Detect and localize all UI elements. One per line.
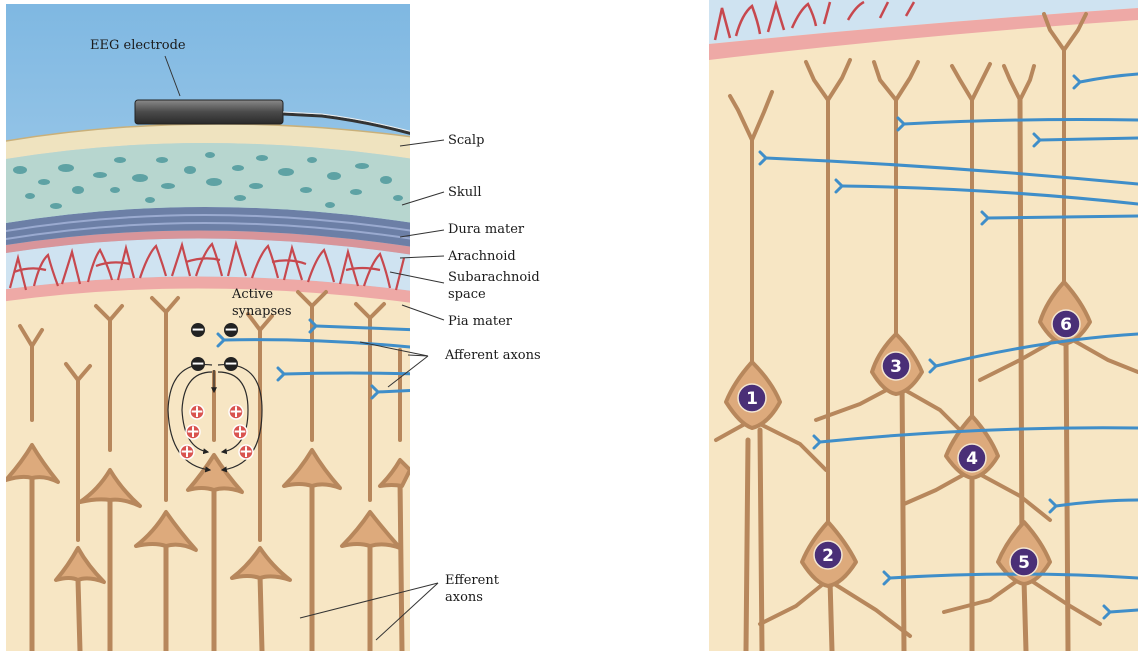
neuron-badge-6: 6 (1052, 310, 1080, 338)
svg-text:5: 5 (1018, 553, 1030, 573)
svg-text:−: − (224, 320, 238, 340)
svg-text:−: − (224, 354, 238, 374)
label-arachnoid: Arachnoid (447, 249, 516, 264)
label-subarachnoid: Subarachnoid (448, 270, 540, 285)
neuron-badge-5: 5 (1010, 548, 1038, 576)
label-active: Active (231, 287, 273, 302)
label-synapses: synapses (232, 304, 292, 319)
label-scalp: Scalp (448, 133, 484, 148)
svg-text:4: 4 (966, 449, 978, 469)
label-pia-mater: Pia mater (448, 314, 513, 329)
svg-text:2: 2 (822, 546, 834, 566)
svg-text:+: + (180, 442, 194, 462)
neuron-badge-3: 3 (882, 352, 910, 380)
svg-text:+: + (190, 402, 204, 422)
label-efferent-axons: axons (445, 590, 483, 605)
svg-text:−: − (191, 354, 205, 374)
neuron-badge-1: 1 (738, 384, 766, 412)
svg-text:−: − (191, 320, 205, 340)
label-efferent: Efferent (445, 573, 500, 588)
svg-text:+: + (186, 422, 200, 442)
label-afferent-axons: Afferent axons (444, 348, 541, 363)
svg-text:+: + (239, 442, 253, 462)
label-subarachnoid-space: space (448, 287, 486, 302)
svg-text:1: 1 (746, 389, 758, 409)
right-panel: 1 2 3 4 5 6 (709, 0, 1138, 651)
svg-text:+: + (233, 422, 247, 442)
svg-text:6: 6 (1060, 315, 1072, 335)
svg-text:3: 3 (890, 357, 902, 377)
label-dura-mater: Dura mater (448, 222, 525, 237)
svg-text:+: + (229, 402, 243, 422)
label-eeg-electrode: EEG electrode (90, 38, 186, 53)
label-skull: Skull (448, 185, 481, 200)
neuron-badge-2: 2 (814, 541, 842, 569)
neuron-badge-4: 4 (958, 444, 986, 472)
left-panel: − − − − + + + + + + (0, 4, 420, 651)
